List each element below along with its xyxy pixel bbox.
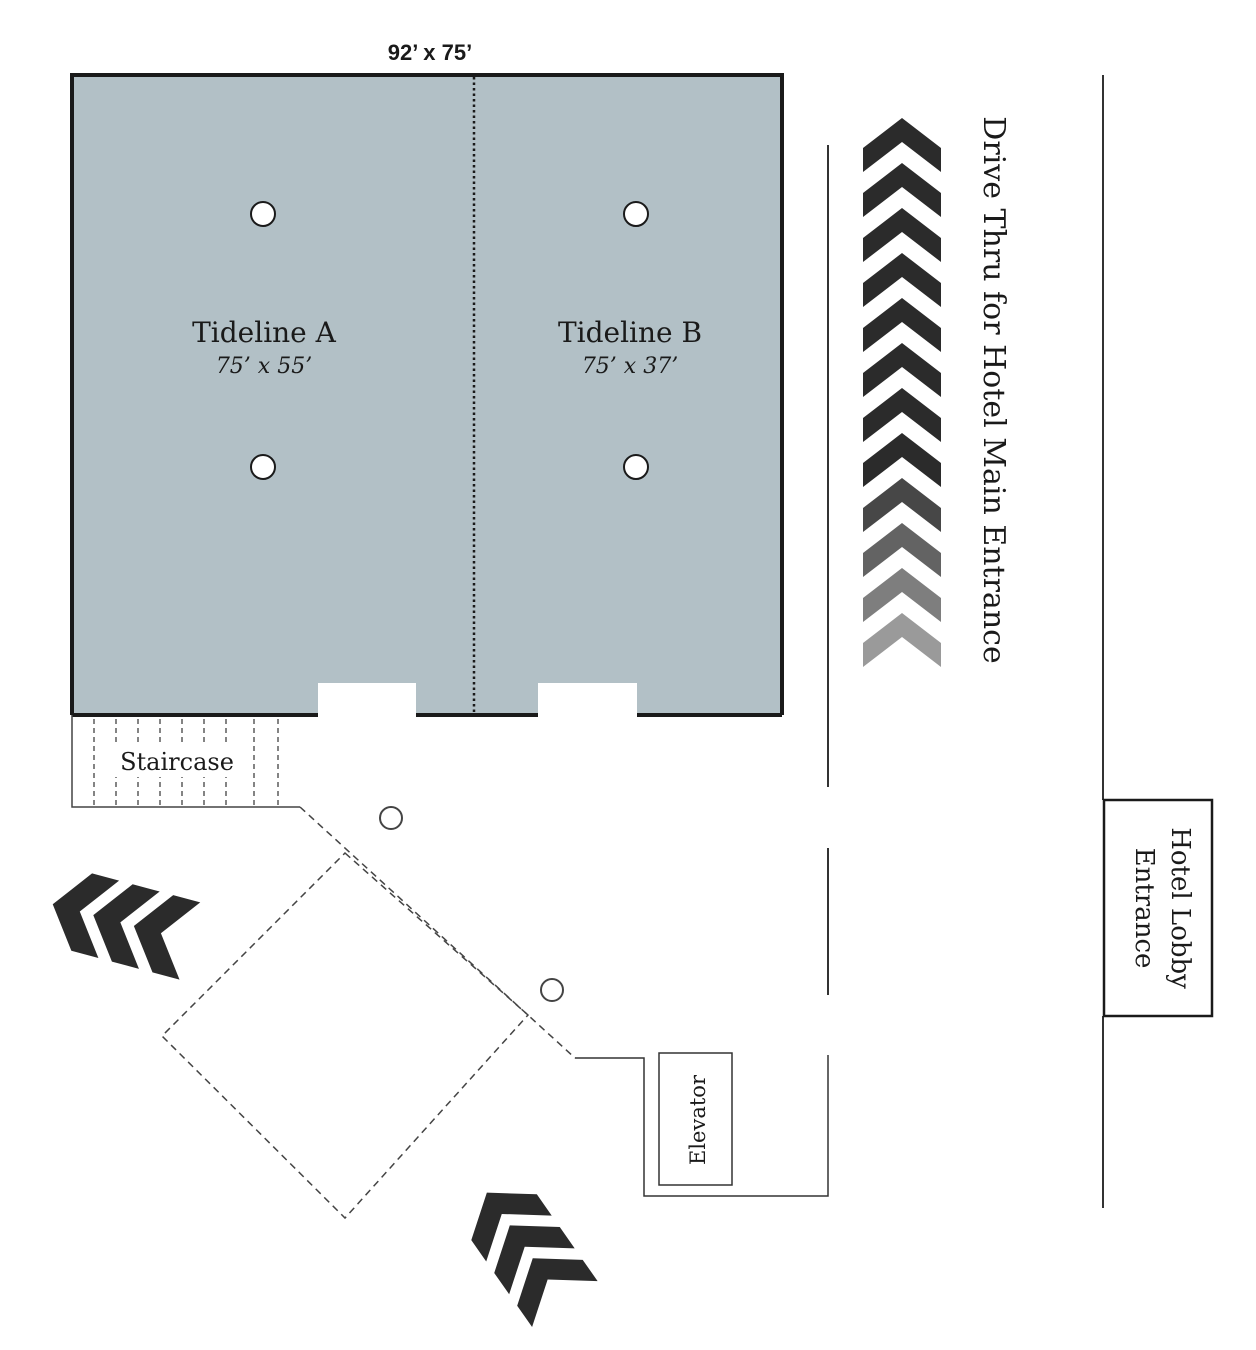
drive-thru-label: Drive Thru for Hotel Main Entrance bbox=[976, 116, 1011, 663]
column-icon bbox=[379, 806, 403, 830]
direction-arrow-left bbox=[52, 873, 201, 980]
chevron-arrow-icon bbox=[863, 208, 941, 262]
chevron-arrow-icon bbox=[863, 478, 941, 532]
elevator-label: Elevator bbox=[686, 1074, 710, 1165]
column-icon bbox=[623, 454, 649, 480]
chevron-arrow-icon bbox=[863, 163, 941, 217]
room-b-dimensions: 75’ x 37’ bbox=[582, 354, 678, 379]
corridor-walls bbox=[827, 75, 1104, 1208]
chevron-arrow-icon bbox=[863, 343, 941, 397]
chevron-arrow-icon bbox=[863, 568, 941, 622]
hotel-lobby-entrance[interactable] bbox=[1102, 798, 1214, 1018]
drive-thru-arrow bbox=[863, 118, 941, 667]
column-icon bbox=[250, 201, 276, 227]
staircase-outline bbox=[71, 715, 300, 808]
chevron-arrow-icon bbox=[863, 298, 941, 352]
room-fill bbox=[72, 75, 782, 715]
room-a-name: Tideline A bbox=[192, 316, 337, 349]
chevron-arrow-icon bbox=[863, 118, 941, 172]
lobby-label-line2: Entrance bbox=[1129, 848, 1159, 969]
door-opening-b[interactable] bbox=[538, 683, 637, 719]
overall-dimensions: 92’ x 75’ bbox=[388, 40, 472, 65]
column-icon bbox=[623, 201, 649, 227]
staircase-label: Staircase bbox=[120, 748, 234, 776]
elevator-corridor bbox=[575, 1055, 829, 1197]
ballroom: Tideline A 75’ x 55’ Tideline B 75’ x 37… bbox=[70, 73, 784, 719]
elevator[interactable] bbox=[658, 1052, 733, 1186]
column-icon bbox=[250, 454, 276, 480]
door-opening-a[interactable] bbox=[318, 683, 416, 719]
staircase: Staircase bbox=[71, 715, 300, 808]
prefunction-area bbox=[160, 806, 576, 1220]
ballroom-walls bbox=[70, 73, 784, 715]
chevron-arrow-icon bbox=[863, 433, 941, 487]
lobby-label-line1: Hotel Lobby bbox=[1165, 827, 1195, 989]
room-b-name: Tideline B bbox=[558, 316, 702, 349]
chevron-arrow-icon bbox=[863, 253, 941, 307]
chevron-arrow-icon bbox=[863, 388, 941, 442]
chevron-arrow-icon bbox=[863, 523, 941, 577]
room-a-dimensions: 75’ x 55’ bbox=[216, 354, 312, 379]
direction-arrow-bottom bbox=[471, 1192, 598, 1328]
chevron-arrow-icon bbox=[863, 613, 941, 667]
column-icon bbox=[540, 978, 564, 1002]
